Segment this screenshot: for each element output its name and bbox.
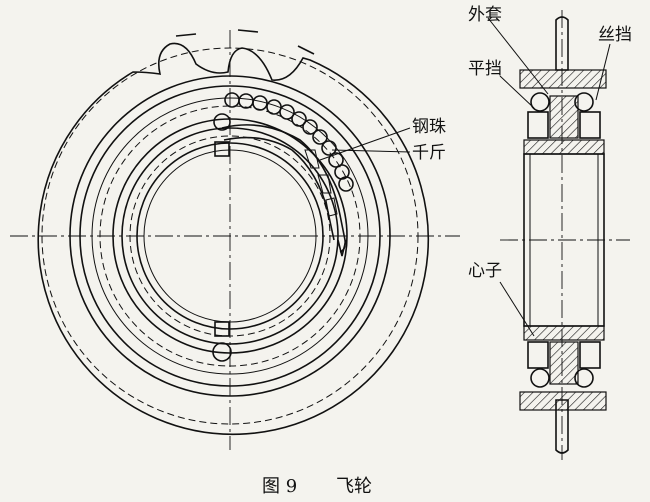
- figure-title: 飞轮: [336, 476, 372, 497]
- section-view: [487, 10, 630, 460]
- label-outer-sleeve: 外套: [468, 5, 502, 25]
- key-slot-top: [214, 141, 230, 157]
- fill-hole: [212, 342, 232, 362]
- label-jack: 千斤: [412, 143, 446, 163]
- label-steel-balls: 钢珠: [412, 117, 446, 137]
- steel-ball-chain: [224, 92, 354, 192]
- figure-number: 图 9: [262, 476, 297, 497]
- key-slot-bottom: [214, 321, 230, 337]
- sprocket-outline: [37, 42, 430, 436]
- front-view: [10, 29, 460, 450]
- label-wire-retainer: 丝挡: [598, 25, 632, 45]
- label-core: 心子: [468, 261, 502, 281]
- label-flat-retainer: 平挡: [468, 59, 502, 79]
